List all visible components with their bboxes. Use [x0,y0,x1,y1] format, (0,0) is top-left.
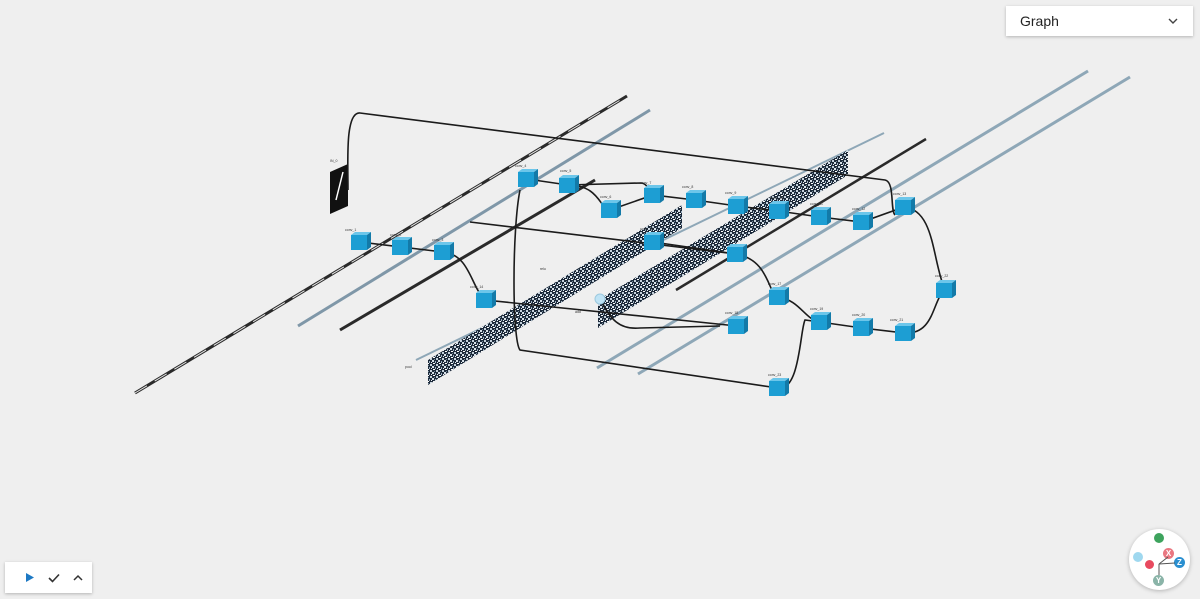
svg-text:conv_16: conv_16 [725,239,738,243]
operation-node[interactable] [518,169,538,187]
svg-text:conv_18: conv_18 [725,311,738,315]
play-icon [26,573,34,582]
svg-text:conv_21: conv_21 [890,318,903,322]
operation-node[interactable] [936,280,956,298]
operation-node[interactable] [853,318,873,336]
svg-text:conv_4: conv_4 [515,164,526,168]
svg-text:conv_7: conv_7 [640,181,651,185]
axis-dot-lightblue [1133,552,1143,562]
z-axis-label: Z [1174,557,1185,568]
operation-node[interactable] [644,232,664,250]
operation-node[interactable] [895,323,915,341]
input-image-node[interactable] [330,164,348,214]
svg-text:conv_15: conv_15 [640,227,653,231]
operation-node[interactable] [769,287,789,305]
operation-node[interactable] [853,212,873,230]
operation-node[interactable] [769,378,789,396]
svg-text:conv_22: conv_22 [935,274,948,278]
svg-text:IN_0: IN_0 [330,159,337,163]
selection-marker[interactable] [594,293,606,305]
svg-text:conv_9: conv_9 [725,191,736,195]
chevron-down-icon [1167,15,1179,27]
svg-text:relu: relu [540,267,546,271]
operation-node[interactable] [644,185,664,203]
operation-node[interactable] [895,197,915,215]
svg-text:conv_8: conv_8 [682,185,693,189]
bottom-toolbar [5,562,92,593]
y-axis-label: Y [1153,575,1164,586]
operation-node[interactable] [686,190,706,208]
expand-button[interactable] [71,571,85,585]
svg-text:conv_1: conv_1 [345,228,356,232]
x-axis-label: X [1163,548,1174,559]
view-selector-value: Graph [1020,13,1059,29]
tensor-rails [134,69,1131,395]
svg-text:conv_5: conv_5 [560,169,571,173]
svg-text:conv_2: conv_2 [390,233,401,237]
operation-node[interactable] [351,232,371,250]
svg-text:conv_3: conv_3 [432,238,443,242]
check-icon [48,573,60,583]
svg-text:conv_10: conv_10 [770,196,783,200]
operation-node[interactable] [392,237,412,255]
svg-text:conv_14: conv_14 [470,285,483,289]
feature-map-planes [428,150,848,385]
operation-node[interactable] [811,207,831,225]
operation-node[interactable] [601,200,621,218]
axis-dot-green [1154,533,1164,543]
operation-node[interactable] [559,175,579,193]
node-labels: IN_0 conv_1 conv_2 conv_3 conv_4 conv_5 … [330,159,948,377]
svg-text:add: add [575,310,581,314]
svg-text:conv_13: conv_13 [893,192,906,196]
operation-node[interactable] [434,242,454,260]
svg-text:conv_19: conv_19 [810,307,823,311]
gizmo-axes [1158,556,1176,575]
operation-nodes [351,169,956,396]
svg-text:conv_12: conv_12 [852,207,865,211]
operation-node[interactable] [769,201,789,219]
view-selector[interactable]: Graph [1006,6,1193,36]
svg-text:conv_23: conv_23 [768,373,781,377]
svg-text:pool: pool [405,365,412,369]
svg-text:conv_17: conv_17 [768,282,781,286]
operation-node[interactable] [728,316,748,334]
svg-text:conv_20: conv_20 [852,313,865,317]
axis-dot-red [1145,560,1154,569]
axis-gizmo[interactable]: X Z Y [1129,529,1190,590]
operation-node[interactable] [728,196,748,214]
svg-text:conv_11: conv_11 [810,202,823,206]
operation-node[interactable] [811,312,831,330]
check-button[interactable] [47,571,61,585]
svg-text:conv_6: conv_6 [600,195,611,199]
operation-node[interactable] [727,244,747,262]
chevron-up-icon [73,574,83,581]
play-button[interactable] [23,571,37,585]
operation-node[interactable] [476,290,496,308]
